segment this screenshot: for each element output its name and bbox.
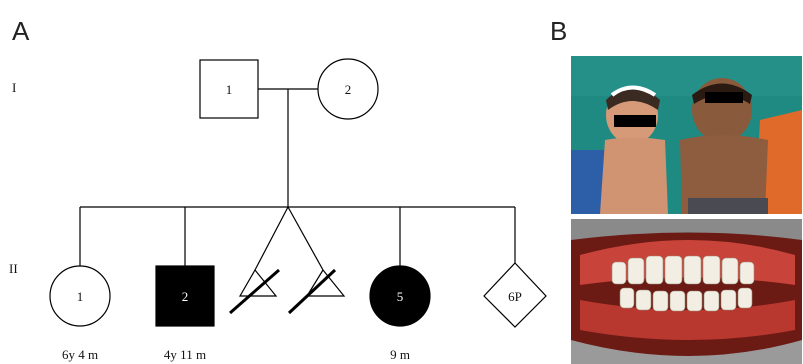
twin-branch-right bbox=[287, 206, 324, 271]
individual-5-circle-affected bbox=[369, 265, 431, 327]
individual-2-number: 2 bbox=[182, 289, 189, 304]
panel-label-b: B bbox=[550, 16, 567, 46]
age-individual-5: 9 m bbox=[390, 347, 410, 362]
individual-6-label: 6P bbox=[508, 289, 522, 304]
father-number: 1 bbox=[226, 82, 233, 97]
panel-label-a: A bbox=[12, 16, 30, 46]
age-individual-1: 6y 4 m bbox=[62, 347, 98, 362]
pregnancy-diamond bbox=[483, 262, 547, 328]
deceased-slash-left bbox=[229, 268, 280, 315]
mother-number: 2 bbox=[345, 82, 352, 97]
generation-label-ii: II bbox=[9, 261, 18, 276]
father-square bbox=[199, 59, 259, 119]
twin-branch-left bbox=[254, 206, 289, 271]
children-photo bbox=[571, 56, 802, 214]
individual-5-number: 5 bbox=[397, 289, 404, 304]
individual-2-square-affected bbox=[155, 265, 215, 327]
deceased-slash-right bbox=[287, 268, 337, 315]
generation-label-i: I bbox=[12, 80, 16, 95]
age-individual-2: 4y 11 m bbox=[164, 347, 206, 362]
individual-1-number: 1 bbox=[77, 289, 84, 304]
individual-1-circle bbox=[49, 265, 111, 327]
teeth-photo bbox=[571, 219, 802, 364]
miscarriage-triangle-left bbox=[238, 268, 278, 297]
